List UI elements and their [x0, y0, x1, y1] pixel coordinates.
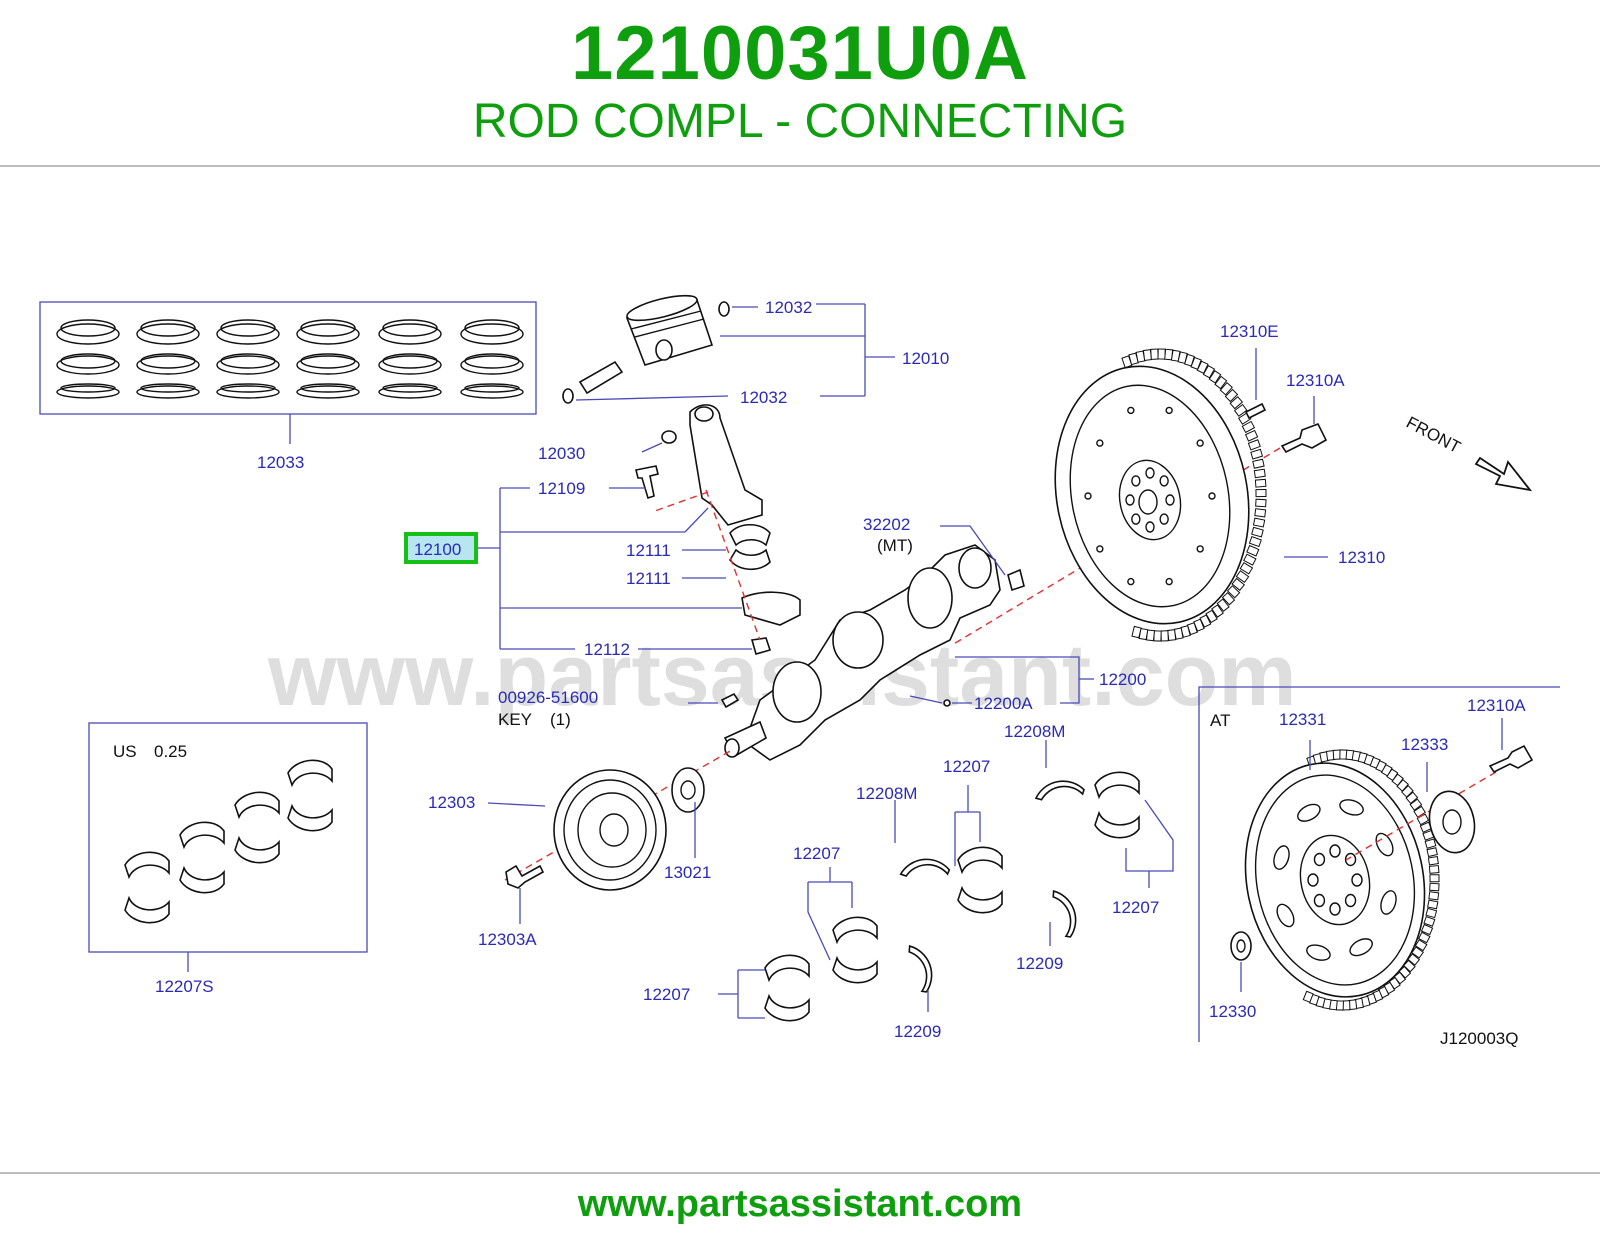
label-12207-mid[interactable]: 12207: [793, 844, 840, 863]
label-12111-upper[interactable]: 12111: [626, 541, 671, 560]
crank-sprocket: [671, 767, 705, 813]
label-key: KEY: [498, 710, 532, 729]
label-32202-note: (MT): [877, 536, 913, 555]
snap-ring-bottom: [562, 388, 574, 404]
footer-divider: [0, 1172, 1600, 1174]
snap-ring-top: [718, 301, 730, 317]
crank-pulley: [553, 769, 667, 891]
pilot-bushing: [1007, 568, 1025, 592]
label-12207-upper[interactable]: 12207: [943, 757, 990, 776]
flywheel-group: 12310E 12310A 12310 FRONT: [1054, 322, 1533, 642]
spacer-12330: [1230, 931, 1252, 961]
main-bearings-group: 12207 12207 12208M 12209 12207 12208M 12…: [643, 722, 1174, 1041]
label-12200[interactable]: 12200: [1099, 670, 1146, 689]
rod-bolt: [635, 465, 659, 500]
label-12209-bottom[interactable]: 12209: [894, 1022, 941, 1041]
label-12030[interactable]: 12030: [538, 444, 585, 463]
woodruff-key: [720, 692, 740, 709]
label-12333[interactable]: 12333: [1401, 735, 1448, 754]
label-12109[interactable]: 12109: [538, 479, 585, 498]
rod-cap: [741, 591, 801, 626]
label-12208m-right[interactable]: 12208M: [1004, 722, 1065, 741]
piston-ring-box: [39, 301, 537, 415]
label-32202[interactable]: 32202: [863, 515, 910, 534]
label-12207-bottom[interactable]: 12207: [643, 985, 690, 1004]
label-12310e[interactable]: 12310E: [1220, 322, 1279, 341]
label-12303[interactable]: 12303: [428, 793, 475, 812]
label-12208m-left[interactable]: 12208M: [856, 784, 917, 803]
label-12032-bottom[interactable]: 12032: [740, 388, 787, 407]
label-12310[interactable]: 12310: [1338, 548, 1385, 567]
label-12209-right[interactable]: 12209: [1016, 954, 1063, 973]
label-12112[interactable]: 12112: [584, 640, 630, 659]
label-12310a-top[interactable]: 12310A: [1286, 371, 1345, 390]
label-12200a[interactable]: 12200A: [974, 694, 1033, 713]
main-bearings: [764, 771, 1140, 1022]
label-12207-right[interactable]: 12207: [1112, 898, 1159, 917]
part-number: 1210031U0A: [571, 11, 1029, 96]
label-12310a-at[interactable]: 12310A: [1467, 696, 1526, 715]
label-at: AT: [1210, 711, 1230, 730]
front-label: FRONT: [1403, 413, 1464, 457]
label-12111-lower[interactable]: 12111: [626, 569, 671, 588]
flywheel-ring-gear: [1121, 348, 1267, 642]
piston-group: 12032 12032 12010: [562, 294, 949, 407]
label-us: US: [113, 742, 137, 761]
at-box: [1198, 686, 1560, 1042]
front-pulley-group: 12303 12303A 13021: [428, 749, 733, 949]
undersize-bearing-group: US 0.25 12207S: [88, 722, 368, 996]
drive-plate-bolt: [1488, 744, 1534, 774]
rod-bushing: [661, 430, 677, 444]
flywheel-bolt: [1280, 422, 1328, 454]
rod-nut: [750, 637, 772, 655]
undersize-bearings: [124, 759, 333, 924]
flywheel: [1054, 365, 1250, 625]
reinforcement-plate: [1428, 790, 1476, 854]
flywheel-holes: [1084, 406, 1216, 586]
label-12032-top[interactable]: 12032: [765, 298, 812, 317]
label-12100[interactable]: 12100: [414, 540, 461, 559]
drive-plate-holes: [1273, 799, 1397, 961]
label-12033[interactable]: 12033: [257, 453, 304, 472]
piston-pin: [578, 360, 624, 395]
connecting-rod-group: 12030 12109 12112 12111 12111 12100: [404, 404, 801, 659]
crank-plug: [943, 699, 951, 707]
piston-ring-set-group: 12033: [39, 301, 537, 472]
diagram-code: J120003Q: [1440, 1029, 1518, 1048]
header-divider: [0, 165, 1600, 167]
connecting-rod: [689, 404, 763, 526]
dowel-pin: [1244, 402, 1267, 420]
drive-plate-group: AT 12331 12333 12310A 12330 J120003Q: [1198, 686, 1560, 1048]
label-12330[interactable]: 12330: [1209, 1002, 1256, 1021]
label-12207s[interactable]: 12207S: [155, 977, 214, 996]
drive-plate: [1244, 762, 1426, 998]
label-12303a[interactable]: 12303A: [478, 930, 537, 949]
crankshaft-group: 32202 (MT) 12200 12200A 00926-51600 KEY …: [498, 447, 1281, 761]
label-key-qty: (1): [550, 710, 571, 729]
pulley-bolt: [505, 864, 545, 889]
label-12010[interactable]: 12010: [902, 349, 949, 368]
label-12331[interactable]: 12331: [1279, 710, 1326, 729]
drive-plate-ring-gear: [1302, 749, 1440, 1011]
piston-rings: [56, 319, 524, 399]
label-13021[interactable]: 13021: [664, 863, 711, 882]
thrust-washers: [899, 780, 1085, 993]
front-arrow-icon: [1474, 456, 1533, 492]
highlight-box-12100[interactable]: [404, 532, 478, 564]
label-us-value: 0.25: [154, 742, 187, 761]
rod-bearing-lower: [729, 548, 771, 571]
page-header: 1210031U0A ROD COMPL - CONNECTING: [0, 0, 1600, 170]
part-title: ROD COMPL - CONNECTING: [472, 95, 1128, 148]
undersize-box: [88, 722, 368, 953]
rod-bearing-upper: [729, 523, 771, 547]
footer-url[interactable]: www.partsassistant.com: [577, 1183, 1023, 1225]
label-00926-51600[interactable]: 00926-51600: [498, 688, 598, 707]
